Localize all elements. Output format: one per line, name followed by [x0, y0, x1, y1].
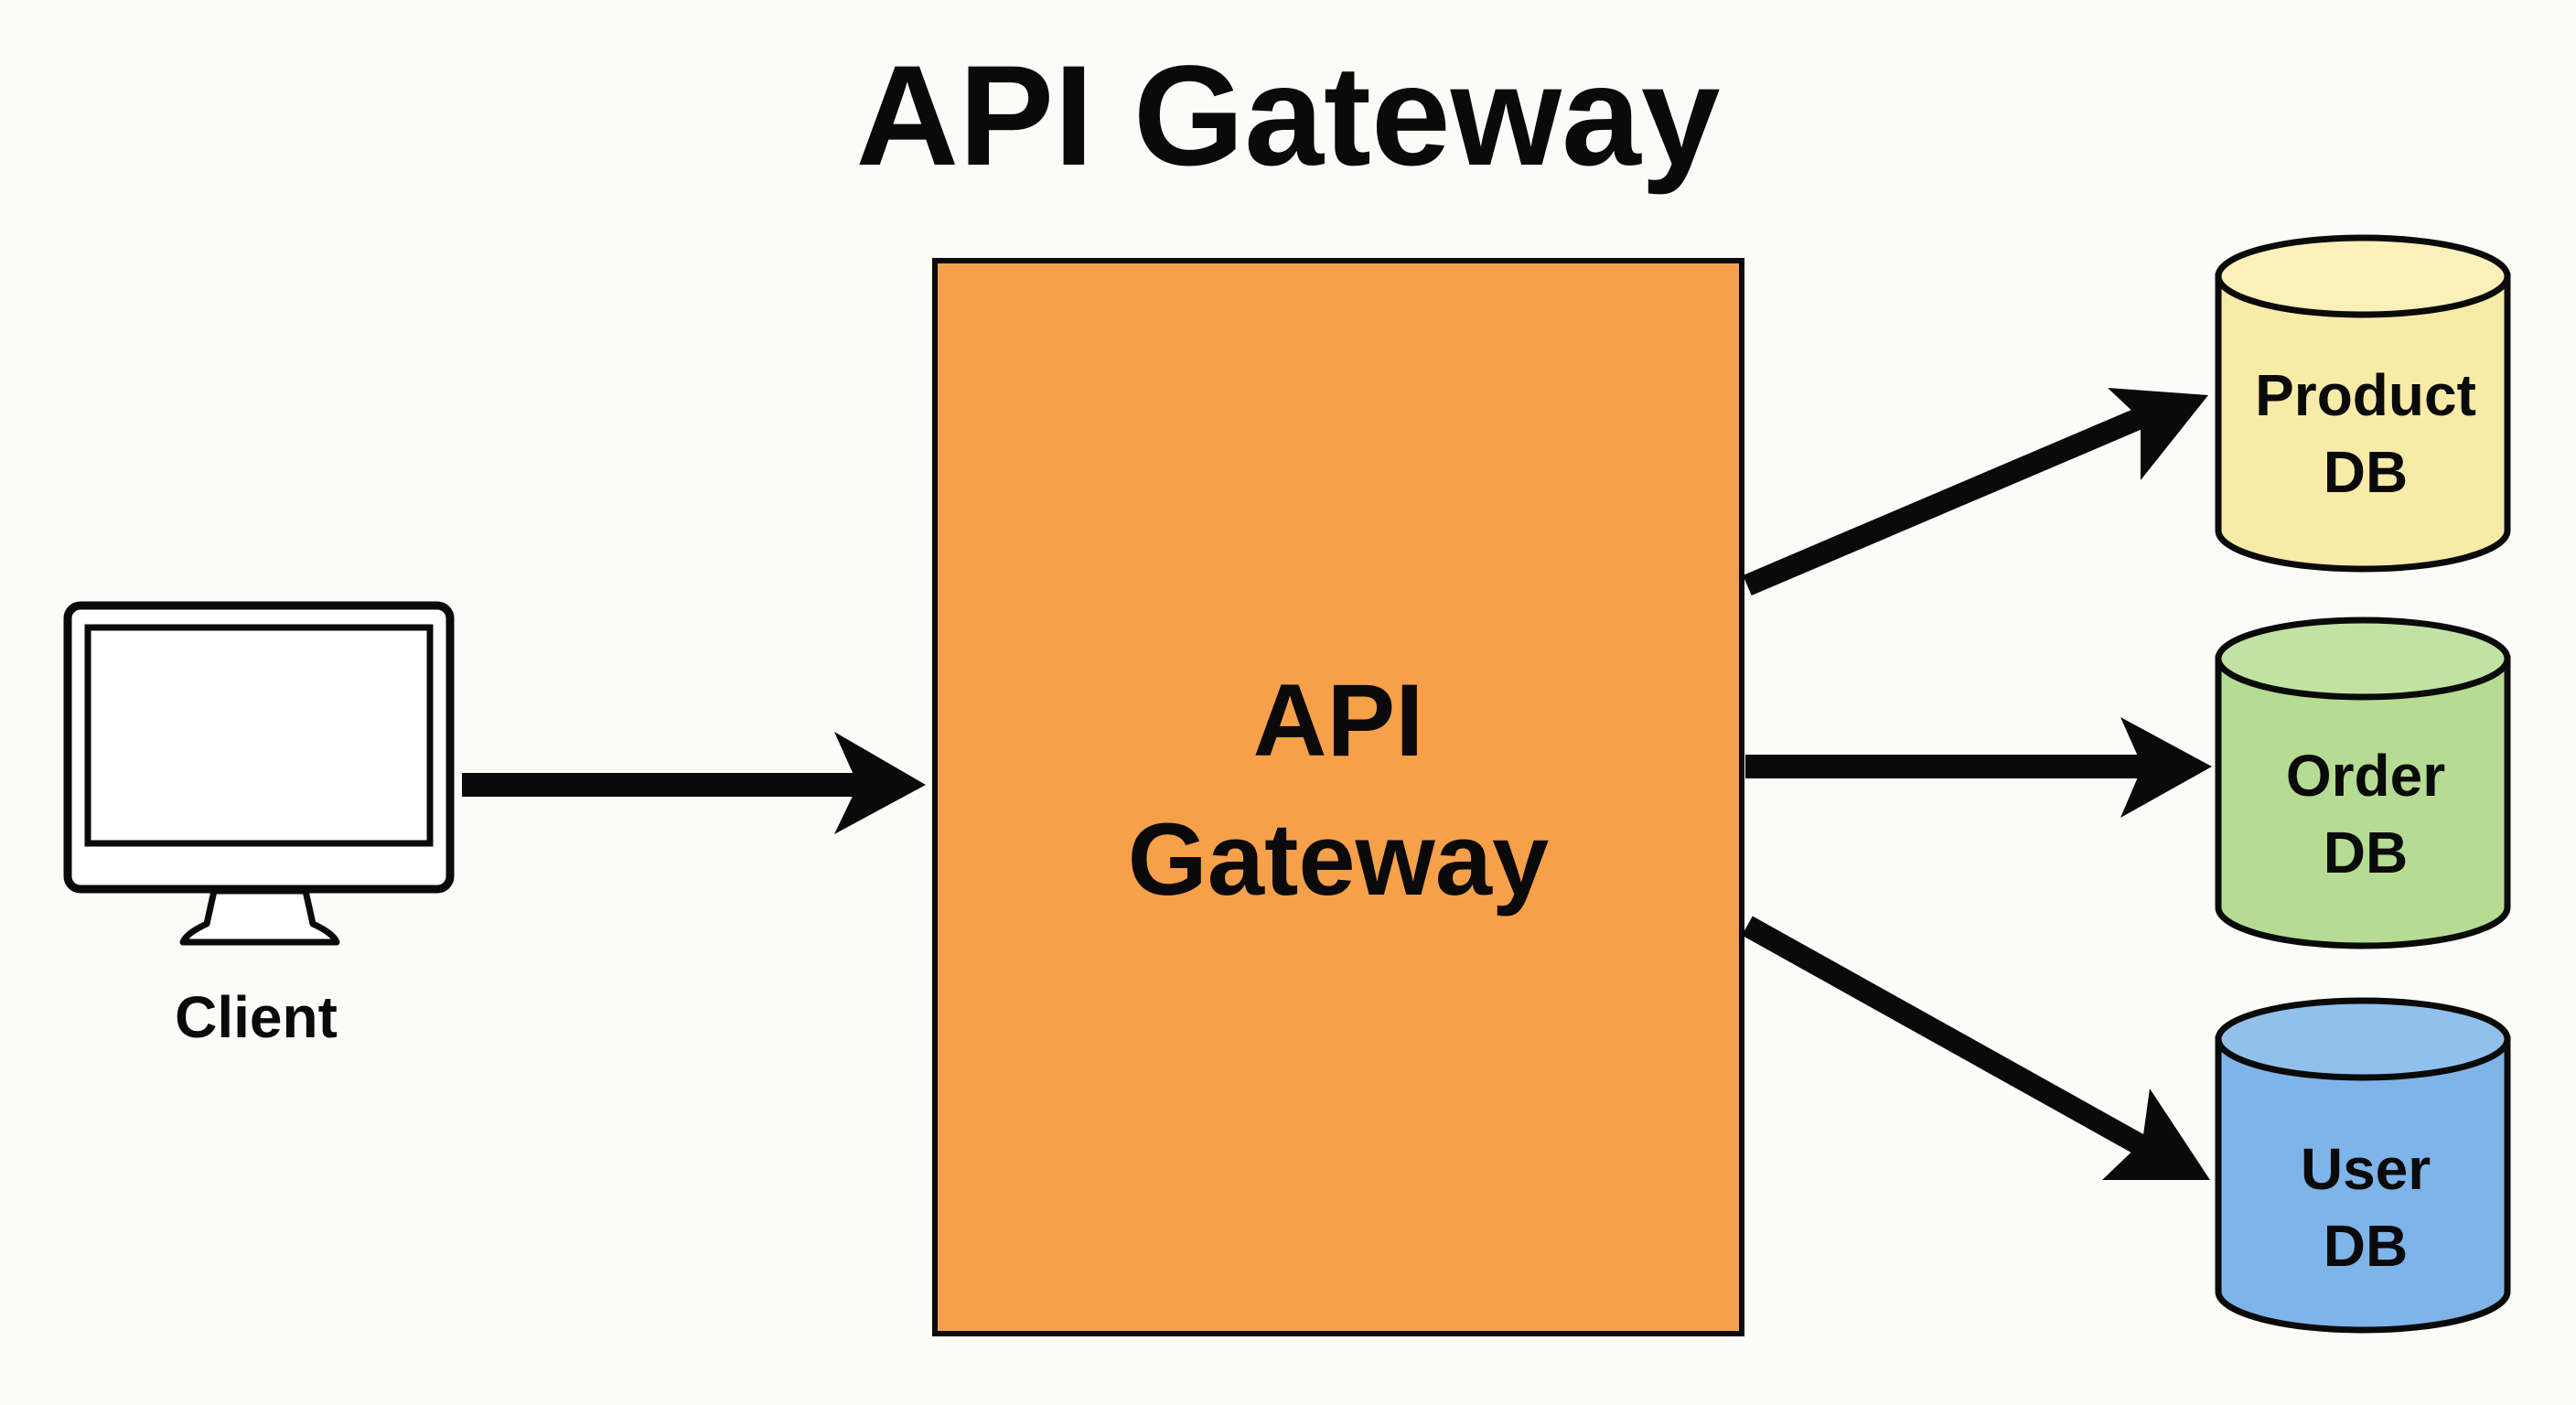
- product-db-top: [2215, 234, 2511, 318]
- database-icon: [2215, 234, 2511, 573]
- arrow-gateway-to-order-db: [1745, 717, 2212, 818]
- client-label: Client: [175, 984, 338, 1050]
- order-db-body: [2215, 655, 2511, 949]
- arrow-gateway-to-user-db: [1742, 916, 2210, 1180]
- order-db-label-line2: DB: [2324, 820, 2408, 885]
- gateway-label-line1: API: [1253, 663, 1424, 778]
- user-db-label-line1: User: [2301, 1136, 2431, 1202]
- diagram-title: API Gateway: [855, 37, 1720, 196]
- gateway-label-line2: Gateway: [1128, 802, 1550, 917]
- arrow-client-to-gateway: [462, 732, 926, 834]
- product-db-body: [2215, 273, 2511, 573]
- database-icon: [2215, 617, 2511, 949]
- order-db-top: [2215, 617, 2511, 701]
- product-db-label-line1: Product: [2255, 362, 2476, 428]
- database-icon: [2215, 997, 2511, 1334]
- user-db-label-line2: DB: [2324, 1213, 2408, 1279]
- user-db-top: [2215, 997, 2511, 1081]
- user-db-body: [2215, 1035, 2511, 1334]
- gateway-box: [932, 258, 1744, 1336]
- product-db-label-line2: DB: [2324, 439, 2408, 505]
- monitor-icon: [63, 601, 455, 946]
- order-db-label-line1: Order: [2286, 743, 2445, 809]
- arrow-gateway-to-product-db: [1743, 388, 2208, 596]
